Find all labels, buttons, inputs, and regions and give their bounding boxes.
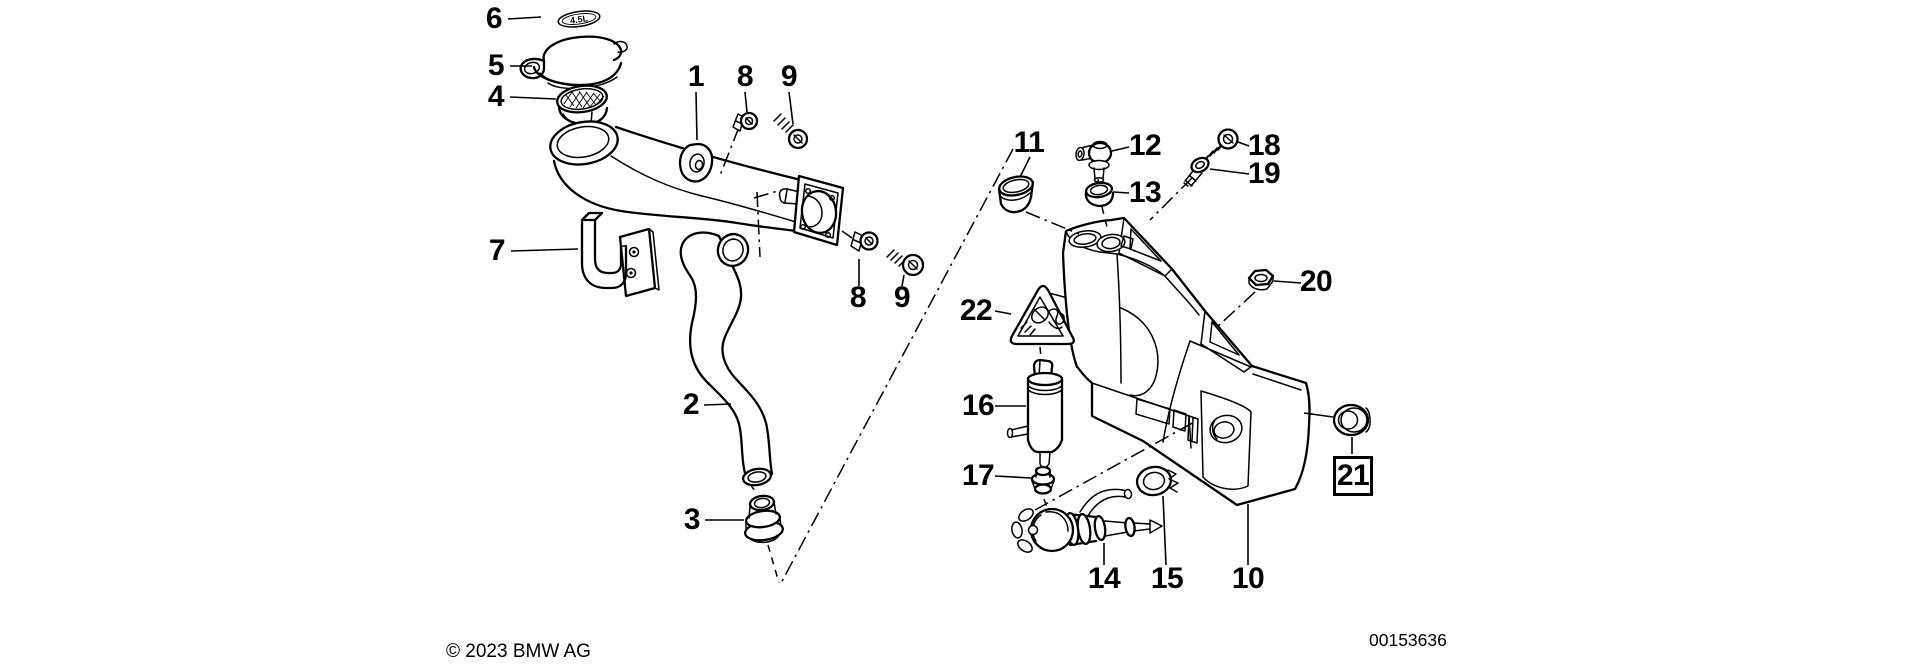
callout-10[interactable]: 10 <box>1231 562 1265 595</box>
callout-15[interactable]: 15 <box>1150 562 1184 595</box>
screw-18 <box>1202 128 1239 163</box>
callout-8[interactable]: 8 <box>736 60 754 93</box>
callout-leader-lines <box>507 16 1353 566</box>
callout-1[interactable]: 1 <box>687 60 705 93</box>
callout-6[interactable]: 6 <box>485 2 503 35</box>
warning-triangle <box>1009 284 1075 346</box>
callout-21[interactable]: 21 <box>1333 456 1373 496</box>
strainer-mesh <box>563 90 605 109</box>
capacity-label: 4.5L <box>569 13 589 25</box>
hose-grommet <box>743 494 785 544</box>
filler-pipe <box>549 120 845 247</box>
level-sensor <box>1011 488 1163 553</box>
grommet-13 <box>1084 181 1115 208</box>
callout-5[interactable]: 5 <box>487 49 505 82</box>
expanding-clip-side <box>850 231 879 252</box>
filler-hose <box>679 231 774 487</box>
sensor-grommet <box>1135 465 1179 497</box>
nut-20 <box>1247 268 1275 291</box>
expanding-clip-top <box>732 111 759 132</box>
callout-22[interactable]: 22 <box>959 294 993 327</box>
callout-19[interactable]: 19 <box>1247 157 1281 190</box>
callout-4[interactable]: 4 <box>487 80 505 113</box>
electric-plug-icon <box>1020 306 1065 336</box>
strainer-insert <box>556 84 609 126</box>
pump-grommet <box>1030 465 1056 495</box>
callout-9[interactable]: 9 <box>780 60 798 93</box>
callout-20[interactable]: 20 <box>1299 265 1333 298</box>
alignment-lines <box>718 126 1014 586</box>
washer-pump <box>1006 358 1064 471</box>
callout-14[interactable]: 14 <box>1087 562 1121 595</box>
sealing-bung-11 <box>997 175 1035 214</box>
document-number: 00153636 <box>1369 630 1447 650</box>
holder-bracket <box>580 211 660 298</box>
callout-2[interactable]: 2 <box>682 388 700 421</box>
callout-13[interactable]: 13 <box>1128 176 1162 209</box>
reservoir-tank <box>1040 216 1311 507</box>
callout-7[interactable]: 7 <box>488 234 506 267</box>
callout-16[interactable]: 16 <box>961 389 995 422</box>
callout-9[interactable]: 9 <box>893 281 911 314</box>
tank-alignment-lines <box>1025 177 1256 511</box>
screw-top <box>773 113 809 150</box>
callout-12[interactable]: 12 <box>1128 129 1162 162</box>
capacity-badge: 4.5L <box>557 10 601 28</box>
callout-17[interactable]: 17 <box>961 459 995 492</box>
filler-cap <box>519 35 628 90</box>
expanding-rivet-19 <box>1183 156 1210 187</box>
copyright-text: © 2023 BMW AG <box>446 641 591 662</box>
blanking-plug <box>1332 403 1371 437</box>
screw-side <box>886 249 925 277</box>
callout-11[interactable]: 11 <box>1013 126 1045 159</box>
callout-8[interactable]: 8 <box>849 281 867 314</box>
elbow-connector-12 <box>1075 140 1113 183</box>
callout-3[interactable]: 3 <box>683 503 701 536</box>
callout-18[interactable]: 18 <box>1247 129 1281 162</box>
